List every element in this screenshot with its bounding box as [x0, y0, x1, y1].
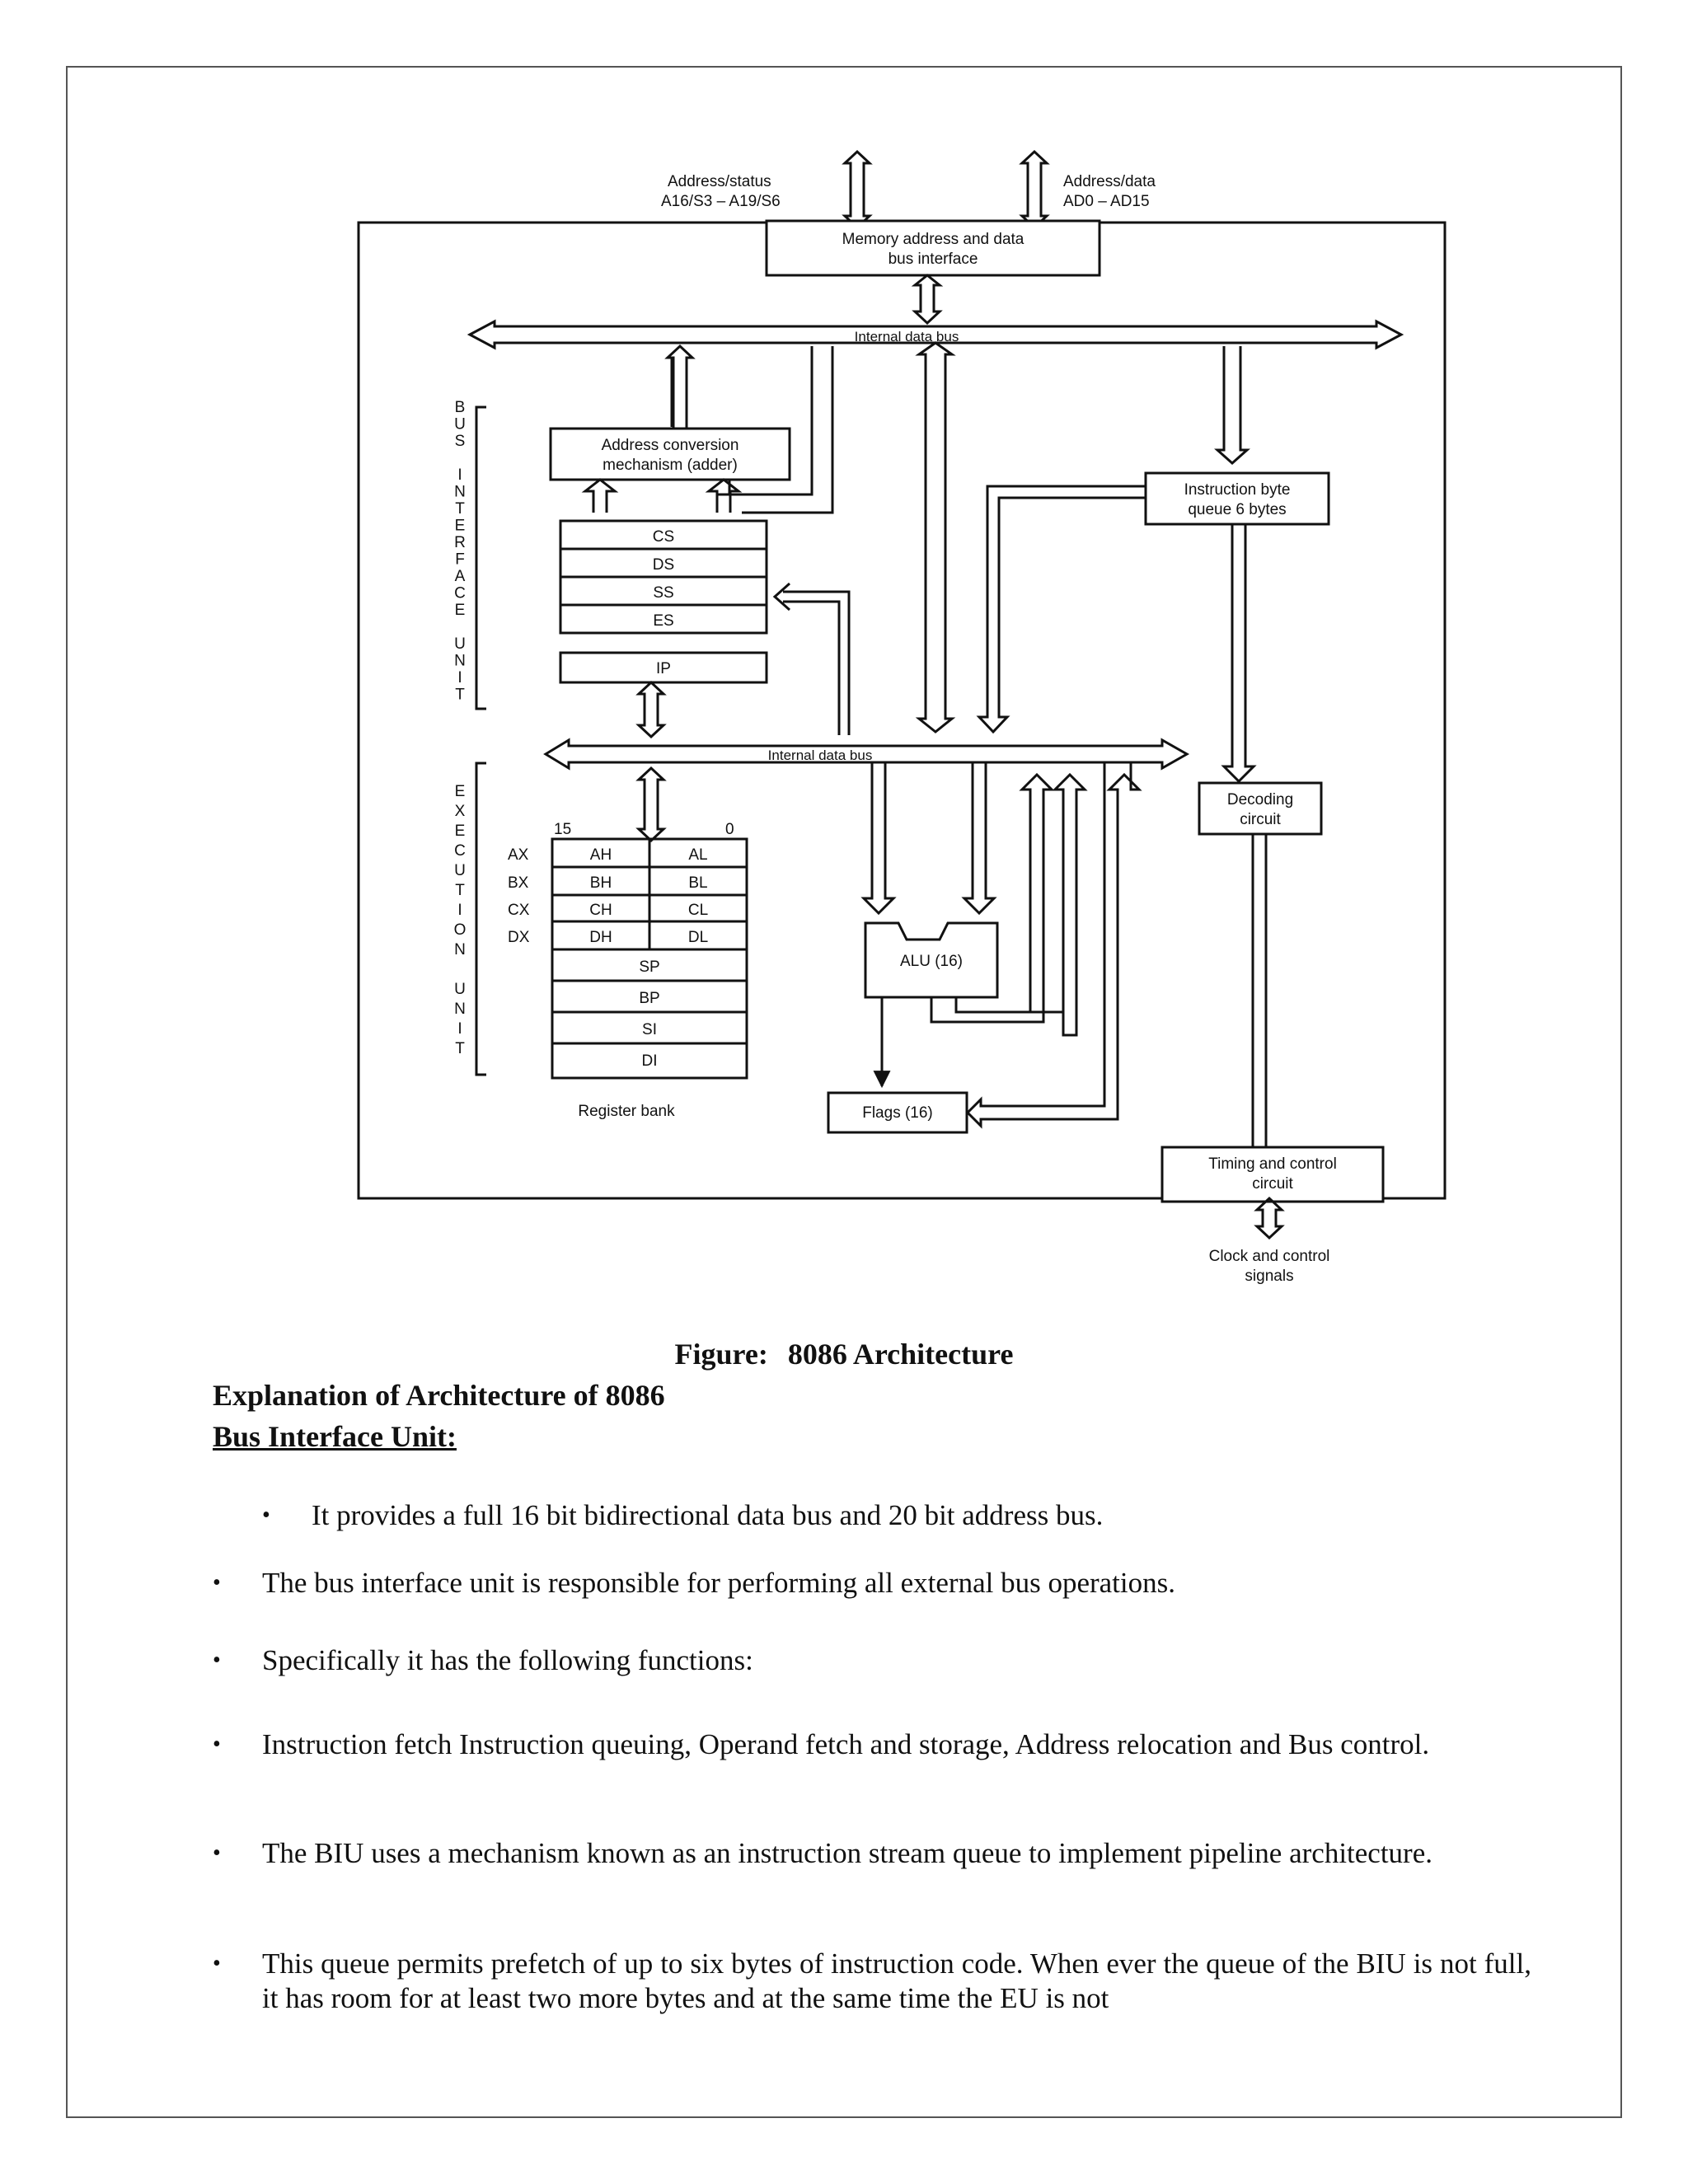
bullet-item: • The bus interface unit is responsible … — [213, 1566, 1531, 1601]
memory-interface-line1: Memory address and data — [842, 231, 1025, 248]
decoding-line1: Decoding — [1227, 791, 1293, 808]
reg-di: DI — [642, 1052, 658, 1070]
bullet-text: Specifically it has the following functi… — [262, 1644, 753, 1676]
central-bus-arrow — [915, 341, 956, 733]
bullet-dot: • — [262, 1502, 270, 1528]
address-conversion-line1: Address conversion — [602, 437, 739, 454]
memory-interface-arrow — [911, 274, 944, 326]
bullet-item: • Instruction fetch Instruction queuing,… — [213, 1727, 1531, 1762]
ip-bus-arrow — [635, 680, 667, 739]
reg-dl: DL — [688, 929, 708, 946]
address-data-signals: AD0 – AD15 — [1063, 193, 1150, 210]
bit-high-label: 15 — [554, 821, 571, 838]
architecture-diagram: Address/status A16/S3 – A19/S6 Address/d… — [357, 149, 1447, 1285]
timing-line1: Timing and control — [1208, 1155, 1337, 1173]
reg-si: SI — [642, 1021, 657, 1038]
address-status-bus-arrow — [842, 149, 873, 230]
internal-bus-bottom-label: Internal data bus — [768, 748, 873, 763]
bullet-item: • This queue permits prefetch of up to s… — [213, 1947, 1531, 2016]
bullet-text: This queue permits prefetch of up to six… — [262, 1947, 1531, 2014]
address-status-signals: A16/S3 – A19/S6 — [661, 193, 781, 210]
reg-bx-name: BX — [508, 874, 529, 892]
figure-caption-label: Figure: — [674, 1338, 768, 1371]
address-data-bus-arrow — [1019, 149, 1050, 230]
bullet-dot: • — [213, 1951, 221, 1976]
bullet-item: • The BIU uses a mechanism known as an i… — [213, 1836, 1531, 1871]
internal-bus-top-shape — [467, 319, 1404, 350]
bullet-text: The bus interface unit is responsible fo… — [262, 1567, 1176, 1599]
reg-ah: AH — [590, 846, 612, 864]
bullet-dot: • — [213, 1647, 221, 1673]
reg-ch: CH — [589, 902, 612, 919]
reg-ax-name: AX — [508, 846, 529, 864]
flags-label: Flags (16) — [862, 1104, 933, 1122]
reg-bl: BL — [688, 874, 707, 892]
bullet-text: It provides a full 16 bit bidirectional … — [312, 1499, 1104, 1531]
reg-sp: SP — [639, 958, 659, 976]
bullet-item: • It provides a full 16 bit bidirectiona… — [262, 1498, 1548, 1533]
memory-interface-line2: bus interface — [889, 251, 978, 268]
ip-register: IP — [656, 660, 671, 677]
figure-caption-title: 8086 Architecture — [787, 1338, 1014, 1371]
reg-cx-name: CX — [508, 902, 530, 919]
alu-label: ALU (16) — [900, 953, 963, 970]
queue-line1: Instruction byte — [1184, 481, 1291, 499]
register-bank-label: Register bank — [578, 1103, 675, 1120]
clock-line2: signals — [1245, 1268, 1293, 1285]
bullet-dot: • — [213, 1570, 221, 1596]
bit-low-label: 0 — [725, 821, 734, 838]
reg-al: AL — [688, 846, 707, 864]
bullet-dot: • — [213, 1732, 221, 1757]
section-subheading: Bus Interface Unit: — [213, 1420, 457, 1453]
reg-bh: BH — [590, 874, 612, 892]
address-conversion-line2: mechanism (adder) — [603, 457, 738, 474]
decoding-line2: circuit — [1240, 811, 1281, 828]
register-bus-arrow — [635, 766, 667, 843]
bullet-item: • Specifically it has the following func… — [213, 1643, 1531, 1678]
alu-shape — [864, 921, 999, 999]
segment-ss: SS — [653, 584, 673, 602]
timing-line2: circuit — [1252, 1175, 1293, 1193]
section-heading: Explanation of Architecture of 8086 — [213, 1379, 665, 1412]
reg-dh: DH — [589, 929, 612, 946]
internal-bus-bottom-shape — [543, 738, 1190, 771]
reg-bp: BP — [639, 990, 659, 1007]
bus-to-queue-arrow — [1214, 346, 1250, 466]
reg-cl: CL — [688, 902, 708, 919]
address-status-label: Address/status — [668, 173, 771, 190]
figure-caption: Figure: 8086 Architecture — [0, 1337, 1688, 1371]
bus-to-adder-arrow — [664, 344, 696, 430]
clock-signal-arrow — [1254, 1196, 1285, 1240]
bullet-text: The BIU uses a mechanism known as an ins… — [262, 1837, 1432, 1869]
segment-ds: DS — [653, 556, 674, 574]
queue-line2: queue 6 bytes — [1188, 501, 1286, 518]
bullet-text: Instruction fetch Instruction queuing, O… — [262, 1728, 1430, 1760]
segment-cs: CS — [653, 528, 674, 546]
internal-bus-top-label: Internal data bus — [855, 329, 959, 344]
segment-es: ES — [653, 612, 673, 630]
bullet-dot: • — [213, 1840, 221, 1866]
reg-dx-name: DX — [508, 929, 530, 946]
clock-line1: Clock and control — [1209, 1248, 1330, 1265]
address-data-label: Address/data — [1063, 173, 1156, 190]
